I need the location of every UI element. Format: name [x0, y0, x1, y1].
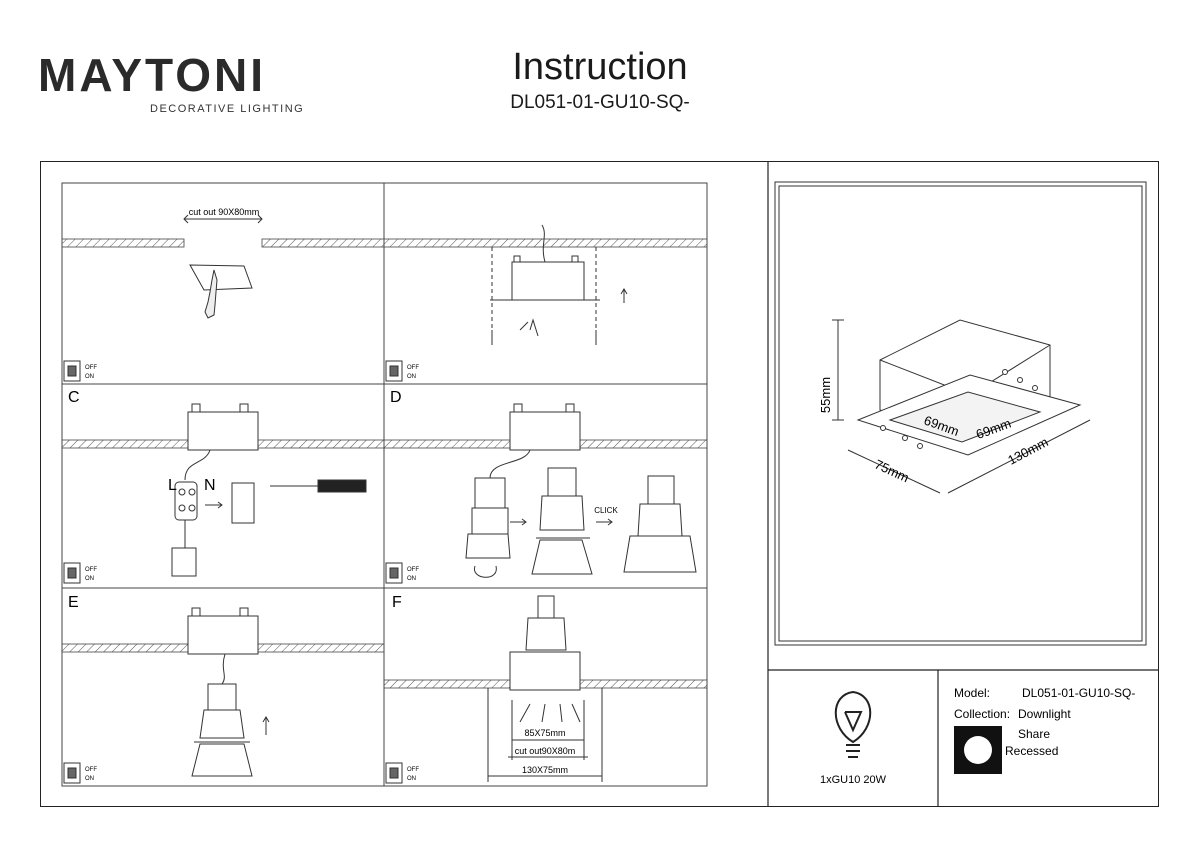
mount-type: Recessed	[1005, 744, 1058, 758]
collection-label: Collection:	[954, 707, 1010, 721]
switch-d-off: OFF	[407, 567, 419, 573]
panel-f-inner-dim: 85X75mm	[524, 728, 565, 738]
switch-f-on: ON	[407, 776, 416, 782]
model-subtitle: DL051-01-GU10-SQ-	[510, 92, 690, 113]
live-label: L	[168, 477, 177, 494]
panel-d	[465, 403, 697, 578]
product-depth: 75mm	[872, 456, 911, 485]
switch-f-off: OFF	[407, 767, 419, 773]
panel-label-f: F	[392, 594, 402, 611]
panel-e	[187, 607, 270, 777]
panel-c	[171, 403, 367, 577]
bulb-icon	[834, 690, 872, 758]
switch-c-off: OFF	[85, 567, 97, 573]
brand-tagline: DECORATIVE LIGHTING	[150, 103, 305, 115]
switch-b-off: OFF	[407, 365, 419, 371]
switch-icon-b	[385, 360, 403, 382]
product-dimension-lines	[832, 319, 1091, 494]
brand-logo: MAYTONI	[38, 49, 267, 101]
product-length: 130mm	[1005, 434, 1050, 468]
click-label: CLICK	[594, 506, 618, 515]
switch-c-on: ON	[85, 576, 94, 582]
collection-value: Downlight	[1018, 707, 1071, 721]
panel-label-c: C	[68, 389, 80, 406]
switch-b-on: ON	[407, 374, 416, 380]
switch-icon-d	[385, 562, 403, 584]
switch-e-off: OFF	[85, 767, 97, 773]
neutral-label: N	[204, 477, 216, 494]
product-height: 55mm	[818, 377, 833, 413]
switch-icon-e	[63, 762, 81, 784]
panel-label-d: D	[390, 389, 402, 406]
panel-f-outer-dim: 130X75mm	[522, 765, 568, 775]
panel-b	[490, 224, 628, 345]
share-label: Share	[1018, 727, 1050, 741]
panel-a	[183, 214, 263, 319]
panel-f-cutout-dim: cut out90X80m	[515, 746, 576, 756]
switch-icon-f	[385, 762, 403, 784]
panel-label-e: E	[68, 594, 79, 611]
model-value: DL051-01-GU10-SQ-	[1022, 686, 1135, 700]
product-isometric	[856, 319, 1082, 456]
ceiling-slabs	[61, 238, 708, 689]
instruction-frame	[40, 161, 1159, 807]
page-title: Instruction	[512, 46, 688, 88]
switch-a-off: OFF	[85, 365, 97, 371]
switch-icon-c	[63, 562, 81, 584]
switch-icon-a	[63, 360, 81, 382]
steps-grid	[61, 182, 708, 787]
panel-a-dimension: cut out 90X80mm	[189, 207, 260, 217]
switch-d-on: ON	[407, 576, 416, 582]
recessed-icon-hole	[964, 736, 992, 764]
product-panel	[774, 181, 1147, 646]
model-label: Model:	[954, 686, 990, 700]
switch-e-on: ON	[85, 776, 94, 782]
lamp-spec: 1xGU10 20W	[820, 774, 887, 786]
panel-f	[487, 595, 603, 782]
switch-a-on: ON	[85, 374, 94, 380]
